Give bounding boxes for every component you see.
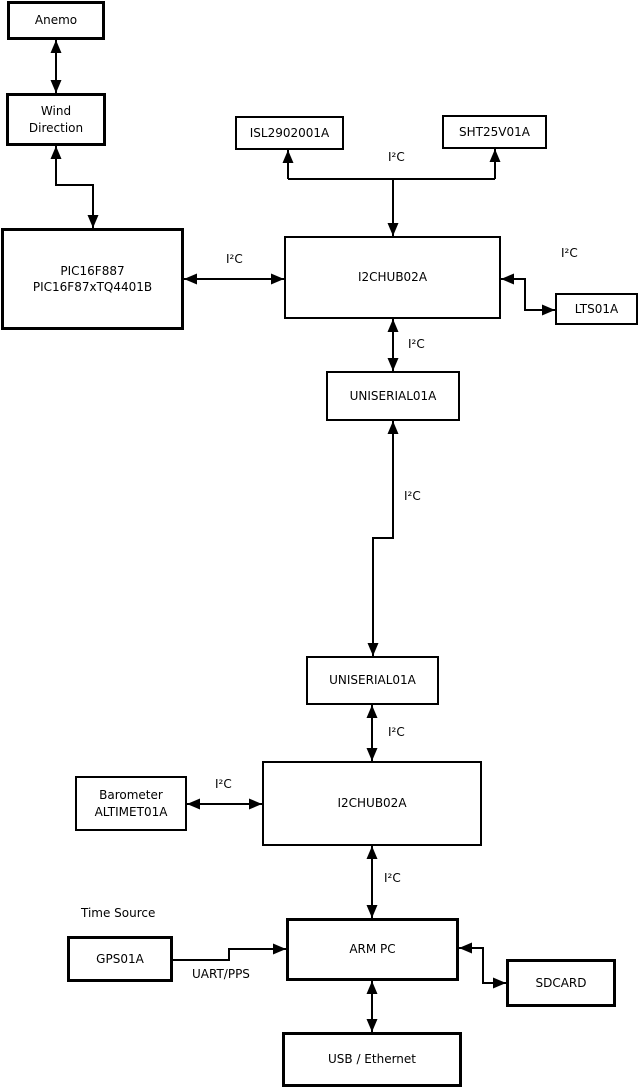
node-arm-pc: ARM PC bbox=[286, 918, 459, 981]
node-wind-direction: Wind Direction bbox=[6, 93, 106, 146]
node-lts01a: LTS01A bbox=[555, 293, 638, 325]
node-sdcard-label: SDCARD bbox=[535, 975, 587, 990]
edge-label-i2c-hub1-lts: I²C bbox=[561, 246, 578, 260]
connector-gps-armpc bbox=[173, 943, 286, 961]
node-wind-direction-label-line1: Wind bbox=[40, 104, 72, 119]
connector-armpc-sdcard bbox=[459, 942, 506, 989]
node-anemo: Anemo bbox=[7, 1, 105, 40]
node-isl2902001a-label: ISL2902001A bbox=[249, 125, 330, 140]
node-barometer-label-line2: ALTIMET01A bbox=[94, 804, 168, 819]
node-usb-ethernet: USB / Ethernet bbox=[282, 1032, 462, 1087]
node-lts01a-label: LTS01A bbox=[574, 301, 619, 316]
edge-label-i2c-isl-sht: I²C bbox=[388, 150, 405, 164]
node-pic16f887-label-line2: PIC16F87xTQ4401B bbox=[32, 280, 153, 294]
node-arm-pc-label: ARM PC bbox=[349, 942, 396, 957]
edge-label-time-source: Time Source bbox=[81, 906, 156, 920]
node-barometer-altimet01a: Barometer ALTIMET01A bbox=[75, 776, 187, 831]
connector-uniserial1-uniserial2 bbox=[367, 421, 399, 656]
node-i2chub02a-lower-label: I2CHUB02A bbox=[337, 796, 407, 811]
node-uniserial01a-upper-label: UNISERIAL01A bbox=[349, 388, 437, 403]
node-sdcard: SDCARD bbox=[506, 959, 616, 1007]
edge-label-i2c-hub2-armpc: I²C bbox=[384, 871, 401, 885]
node-gps01a: GPS01A bbox=[67, 936, 173, 982]
node-uniserial01a-upper: UNISERIAL01A bbox=[326, 371, 460, 421]
connector-i2chub1-lts bbox=[501, 273, 555, 316]
node-i2chub02a-lower: I2CHUB02A bbox=[262, 761, 482, 846]
edge-label-uart-pps: UART/PPS bbox=[192, 967, 250, 981]
edge-label-i2c-barometer-hub2: I²C bbox=[215, 777, 232, 791]
node-wind-direction-label-line2: Direction bbox=[28, 120, 84, 135]
node-i2chub02a-upper-label: I2CHUB02A bbox=[357, 270, 428, 285]
edge-label-i2c-pic-hub1: I²C bbox=[226, 252, 243, 266]
node-pic16f887-label-line1: PIC16F887 bbox=[60, 263, 125, 278]
connector-wind-pic bbox=[50, 146, 99, 228]
node-barometer-label-line1: Barometer bbox=[99, 788, 163, 803]
node-anemo-label: Anemo bbox=[34, 13, 78, 28]
node-uniserial01a-lower-label: UNISERIAL01A bbox=[329, 673, 416, 688]
node-usb-ethernet-label: USB / Ethernet bbox=[328, 1052, 416, 1067]
node-i2chub02a-upper: I2CHUB02A bbox=[284, 236, 501, 319]
node-sht25v01a: SHT25V01A bbox=[442, 115, 547, 149]
edge-label-i2c-uniserial1-uniserial2: I²C bbox=[404, 489, 421, 503]
node-uniserial01a-lower: UNISERIAL01A bbox=[306, 656, 439, 705]
edge-label-i2c-uniserial2-hub2: I²C bbox=[388, 725, 405, 739]
edge-label-i2c-hub1-uniserial1: I²C bbox=[408, 337, 425, 351]
node-pic16f887: PIC16F887 PIC16F87xTQ4401B bbox=[1, 228, 184, 330]
node-isl2902001a: ISL2902001A bbox=[235, 116, 344, 150]
node-gps01a-label: GPS01A bbox=[96, 951, 144, 966]
node-sht25v01a-label: SHT25V01A bbox=[459, 124, 530, 139]
